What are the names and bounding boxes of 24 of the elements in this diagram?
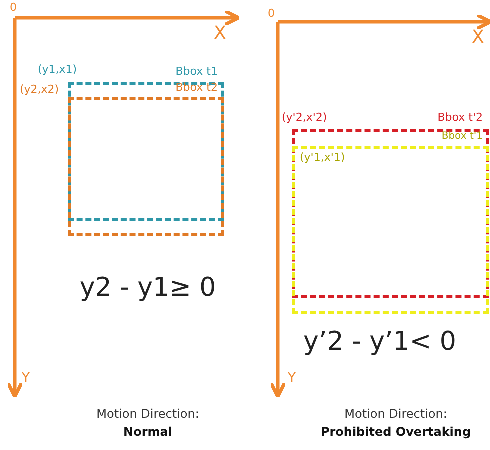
corner-coordinate-label: (y2,x2) bbox=[20, 84, 60, 96]
corner-coordinate-label: (y'1,x'1) bbox=[300, 152, 346, 164]
caption-text: Motion Direction: bbox=[96, 408, 200, 422]
corner-coordinate-label: (y'2,x'2) bbox=[282, 112, 328, 124]
caption-text: Normal bbox=[124, 426, 172, 440]
box-label: Bbox t2 bbox=[176, 82, 218, 94]
axis-label: X bbox=[472, 28, 484, 48]
axis-label: X bbox=[214, 24, 226, 44]
box-label: Bbox t'2 bbox=[438, 112, 483, 124]
caption-text: Motion Direction: bbox=[344, 408, 448, 422]
dashed-bounding-box bbox=[68, 97, 224, 236]
box-label: Bbox t'1 bbox=[442, 131, 483, 142]
dashed-bounding-box bbox=[292, 146, 489, 314]
dashed-bounding-box bbox=[292, 129, 489, 298]
origin-label: 0 bbox=[268, 8, 275, 20]
box-label: Bbox t1 bbox=[176, 66, 218, 78]
axis-label: Y bbox=[22, 372, 30, 386]
corner-coordinate-label: (y1,x1) bbox=[38, 64, 78, 76]
inequality-formula: y2 - y1≥ 0 bbox=[80, 274, 216, 303]
caption-text: Prohibited Overtaking bbox=[320, 426, 472, 440]
inequality-formula: y’2 - y’1< 0 bbox=[304, 328, 456, 357]
dashed-bounding-box bbox=[68, 82, 224, 221]
origin-label: 0 bbox=[10, 2, 17, 14]
axis-label: Y bbox=[288, 372, 296, 386]
